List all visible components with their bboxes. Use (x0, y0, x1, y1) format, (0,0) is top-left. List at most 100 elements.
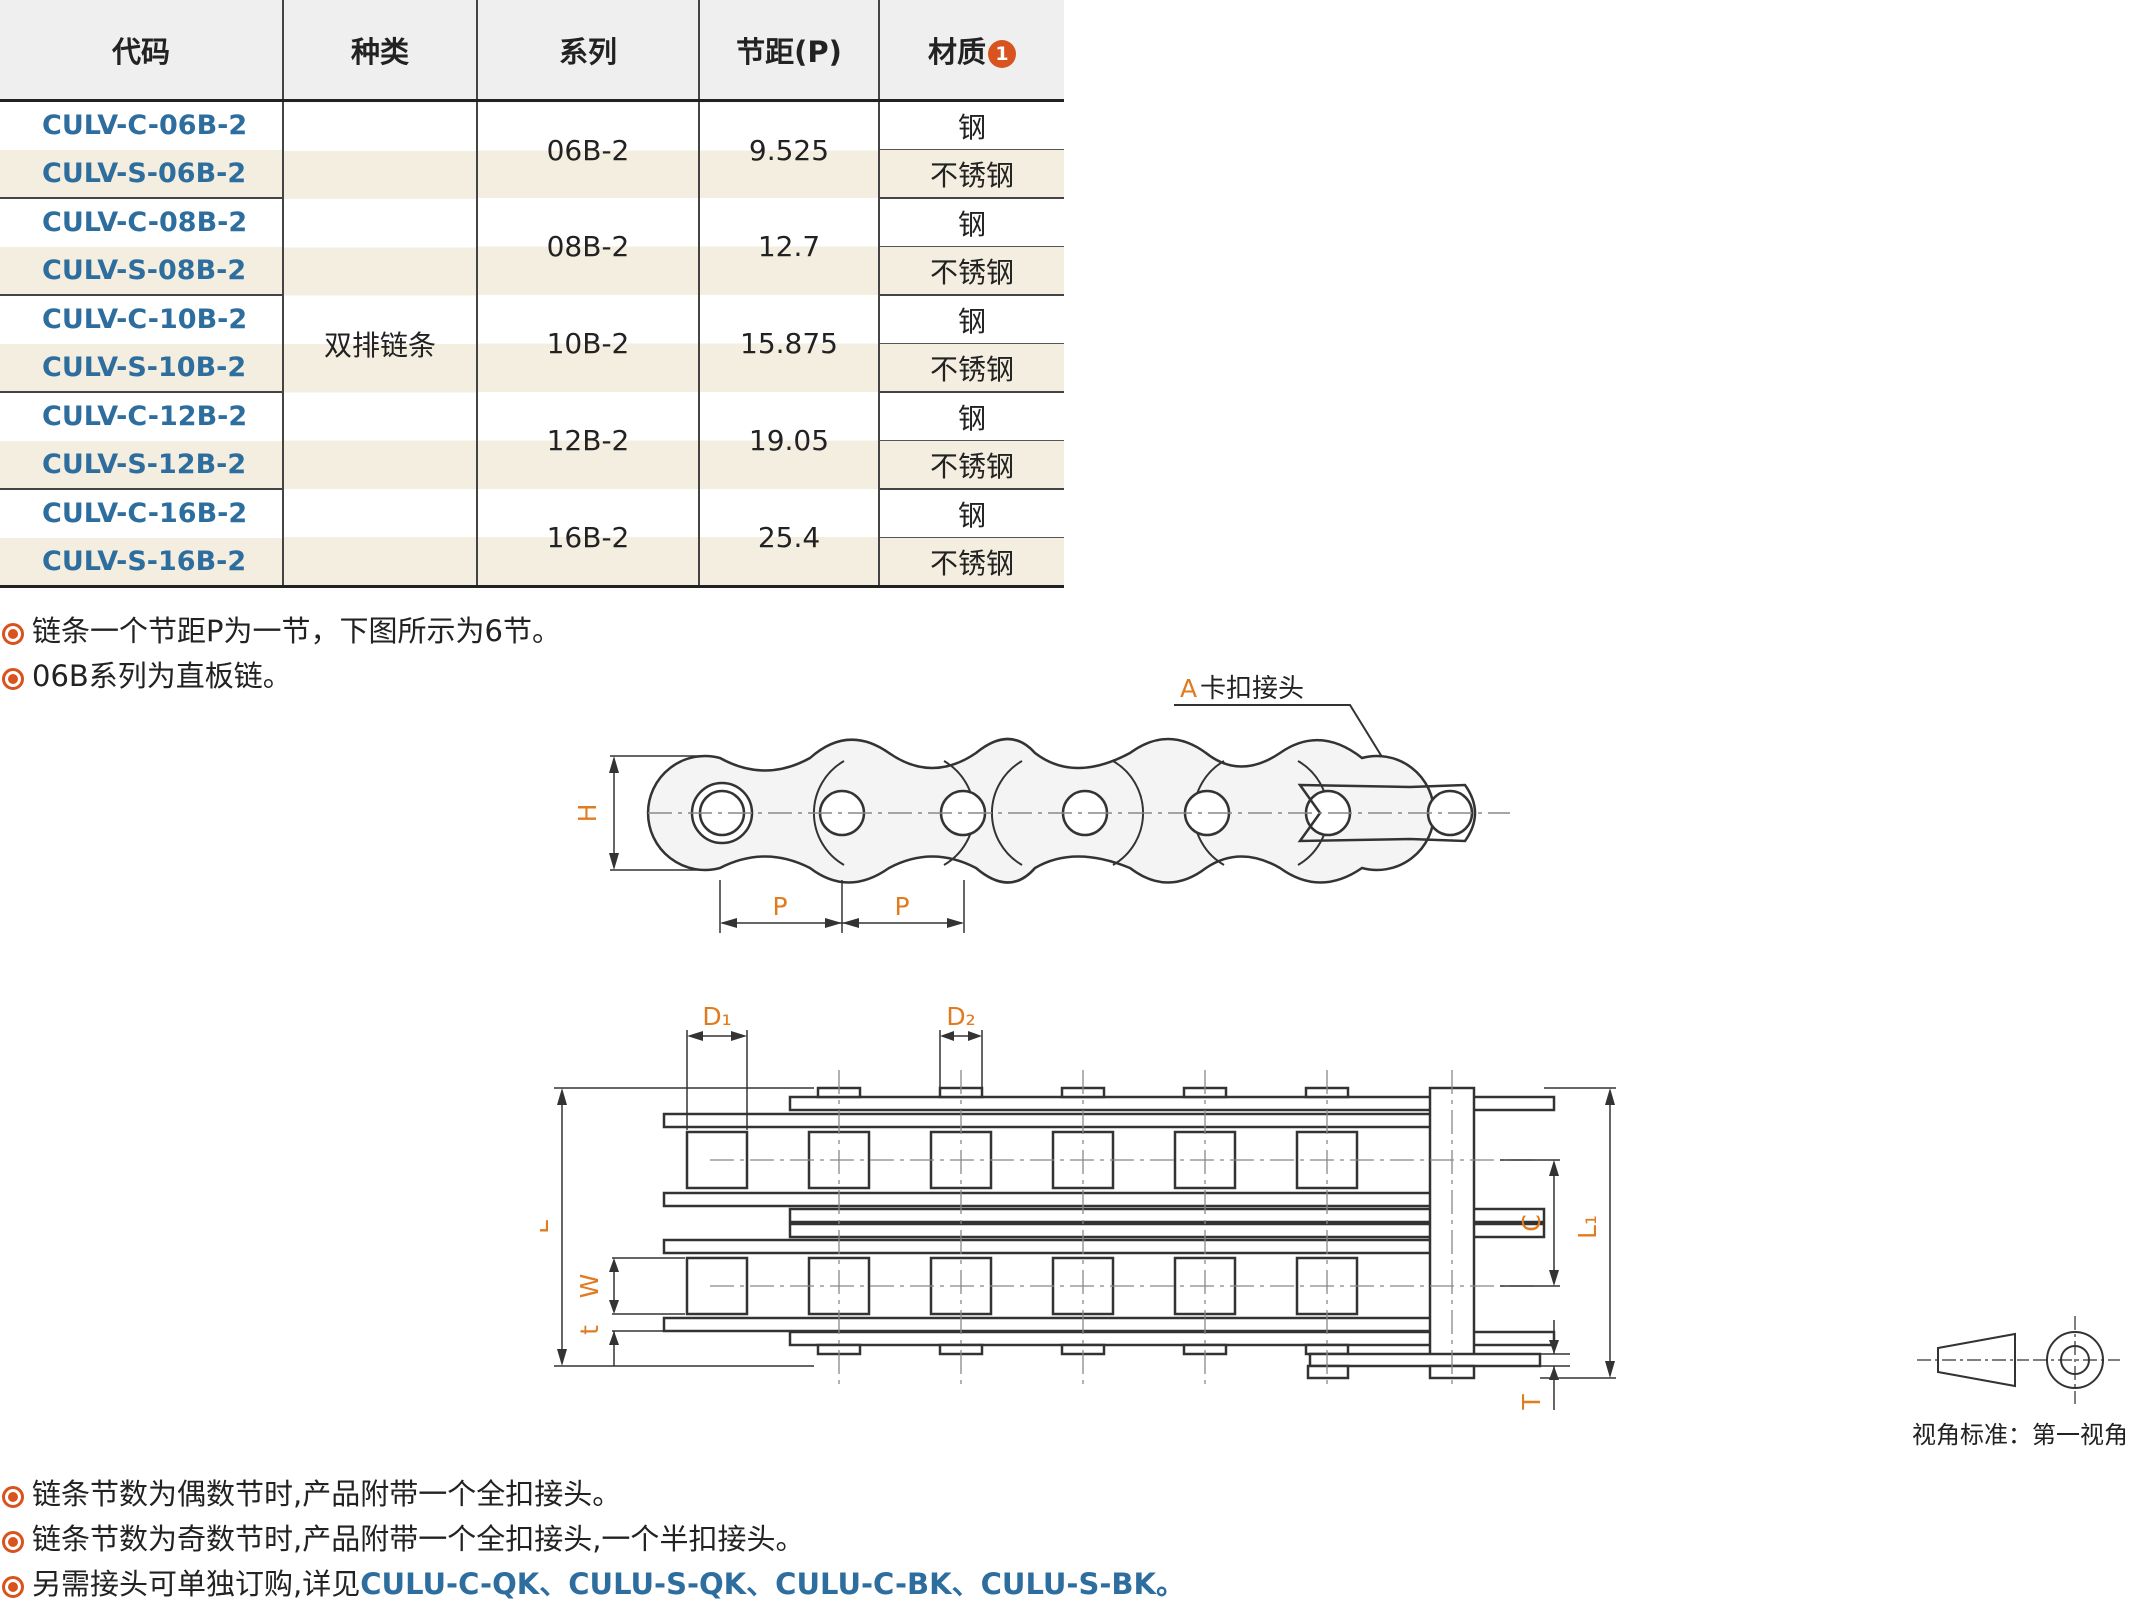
bullet-icon (2, 668, 24, 690)
material-cell: 钢 (878, 100, 1064, 150)
arrow-icon (720, 918, 737, 928)
inner-plate (662, 1316, 1441, 1333)
pitch-cell: 25.4 (698, 489, 879, 588)
separator: 、 (746, 1567, 776, 1601)
arrow-icon (947, 918, 964, 928)
chain-side-view-drawing: A 卡扣接头 H P P (573, 674, 1510, 933)
note-series: 06B系列为直板链。 (2, 653, 292, 695)
pitch-cell: 19.05 (698, 392, 879, 489)
bullet-icon (2, 1576, 24, 1598)
code-cell: CULV-S-08B-2 (0, 246, 283, 296)
table-row: CULV-S-10B-2 不锈钢 (0, 343, 1064, 393)
arrow-icon (842, 918, 859, 928)
series-cell: 16B-2 (476, 489, 699, 588)
dim-d1-label: D₁ (702, 1002, 731, 1031)
chain-plates (662, 1086, 1556, 1380)
arrow-icon (731, 1031, 747, 1041)
code-cell: CULV-S-16B-2 (0, 537, 283, 588)
clip-plate (1308, 1352, 1542, 1368)
material-cell: 不锈钢 (878, 343, 1064, 393)
connector-code-link[interactable]: CULU-C-BK (775, 1567, 952, 1601)
center-lines (710, 1070, 1540, 1390)
arrow-icon (968, 1031, 982, 1041)
note-pitch: 链条一个节距P为一节，下图所示为6节。 (2, 608, 561, 650)
note-text: 链条节数为偶数节时,产品附带一个全扣接头。 (32, 1477, 622, 1511)
header-type: 种类 (282, 0, 477, 102)
material-cell: 钢 (878, 489, 1064, 538)
middle-plate (788, 1222, 1546, 1239)
arrow-icon (1549, 1160, 1559, 1176)
table-row: CULV-C-10B-2 10B-2 15.875 钢 (0, 295, 1064, 392)
clip-plate (1306, 1364, 1350, 1380)
material-cell: 钢 (878, 392, 1064, 441)
callout-letter: A (1180, 674, 1197, 703)
material-cell: 钢 (878, 295, 1064, 344)
dim-c-label: C (1517, 1214, 1546, 1231)
code-cell: CULV-C-16B-2 (42, 498, 248, 530)
note-text: 06B系列为直板链。 (32, 659, 292, 693)
header-material-label: 材质 (927, 34, 986, 69)
dim-t-big-label: T (1517, 1394, 1546, 1411)
material-cell: 不锈钢 (878, 537, 1064, 588)
connector-code-link[interactable]: CULU-C-QK (360, 1567, 540, 1601)
code-cell: CULV-S-10B-2 (0, 343, 283, 393)
material-cell: 不锈钢 (878, 246, 1064, 296)
dim-l-label: L (540, 1220, 554, 1234)
code-cell: CULV-C-06B-2 (42, 110, 248, 142)
code-cell: CULV-S-06B-2 (0, 149, 283, 199)
middle-plate (788, 1207, 1546, 1224)
table-row: CULV-S-06B-2 不锈钢 (0, 149, 1064, 199)
header-code: 代码 (0, 0, 283, 102)
arrow-icon (940, 1031, 954, 1041)
dim-l1-label: L₁ (1573, 1215, 1602, 1239)
bullet-icon (2, 623, 24, 645)
arrow-icon (557, 1088, 567, 1105)
table-row: CULV-C-16B-2 16B-2 25.4 钢 (0, 489, 1064, 588)
series-cell: 08B-2 (476, 198, 699, 295)
first-angle-projection-icon (1917, 1316, 2120, 1404)
separator: 、 (951, 1567, 981, 1601)
code-cell: CULV-S-12B-2 (0, 440, 283, 490)
arrow-icon (609, 1258, 619, 1272)
note-text: 另需接头可单独订购,详见 (32, 1567, 361, 1601)
arrow-icon (609, 1300, 619, 1314)
dim-t-small-label: t (575, 1325, 604, 1335)
arrow-icon (609, 1331, 619, 1345)
connector-code-link[interactable]: CULU-S-QK (568, 1567, 747, 1601)
pitch-cell: 9.525 (698, 100, 879, 198)
note-odd-links: 链条节数为奇数节时,产品附带一个全扣接头,一个半扣接头。 (2, 1516, 804, 1558)
chain-top-view-drawing: D₁ D₂ L W t C L₁ T (540, 1002, 1616, 1411)
dim-h-label: H (573, 804, 602, 823)
table-row: CULV-S-16B-2 不锈钢 (0, 537, 1064, 588)
dim-d2-label: D₂ (946, 1002, 975, 1031)
arrow-icon (687, 1031, 703, 1041)
dim-p-label: P (772, 892, 787, 921)
table-row: CULV-C-12B-2 12B-2 19.05 钢 (0, 392, 1064, 489)
code-cell: CULV-C-10B-2 (42, 304, 248, 336)
callout-leader (1174, 704, 1396, 779)
pitch-cell: 12.7 (698, 198, 879, 295)
note-text: 链条节数为奇数节时,产品附带一个全扣接头,一个半扣接头。 (32, 1522, 805, 1556)
bullet-icon (2, 1531, 24, 1553)
spring-clip (1297, 783, 1477, 843)
inner-plate (662, 1238, 1441, 1255)
arrow-icon (1605, 1088, 1615, 1105)
material-cell: 不锈钢 (878, 440, 1064, 490)
header-pitch: 节距(P) (698, 0, 879, 102)
dim-w-label: W (575, 1274, 604, 1299)
outer-plate (788, 1095, 1556, 1112)
series-cell: 10B-2 (476, 295, 699, 392)
arrow-icon (825, 918, 842, 928)
table-row: CULV-S-08B-2 不锈钢 (0, 246, 1064, 296)
pitch-cell: 15.875 (698, 295, 879, 392)
material-cell: 不锈钢 (878, 149, 1064, 199)
separator: 、 (539, 1567, 569, 1601)
note-text: 链条一个节距P为一节，下图所示为6节。 (32, 614, 561, 648)
series-cell: 06B-2 (476, 100, 699, 198)
connector-code-link[interactable]: CULU-S-BK (980, 1567, 1156, 1601)
bullet-icon (2, 1486, 24, 1508)
arrow-icon (609, 853, 619, 870)
footnote-badge: 1 (988, 39, 1016, 68)
